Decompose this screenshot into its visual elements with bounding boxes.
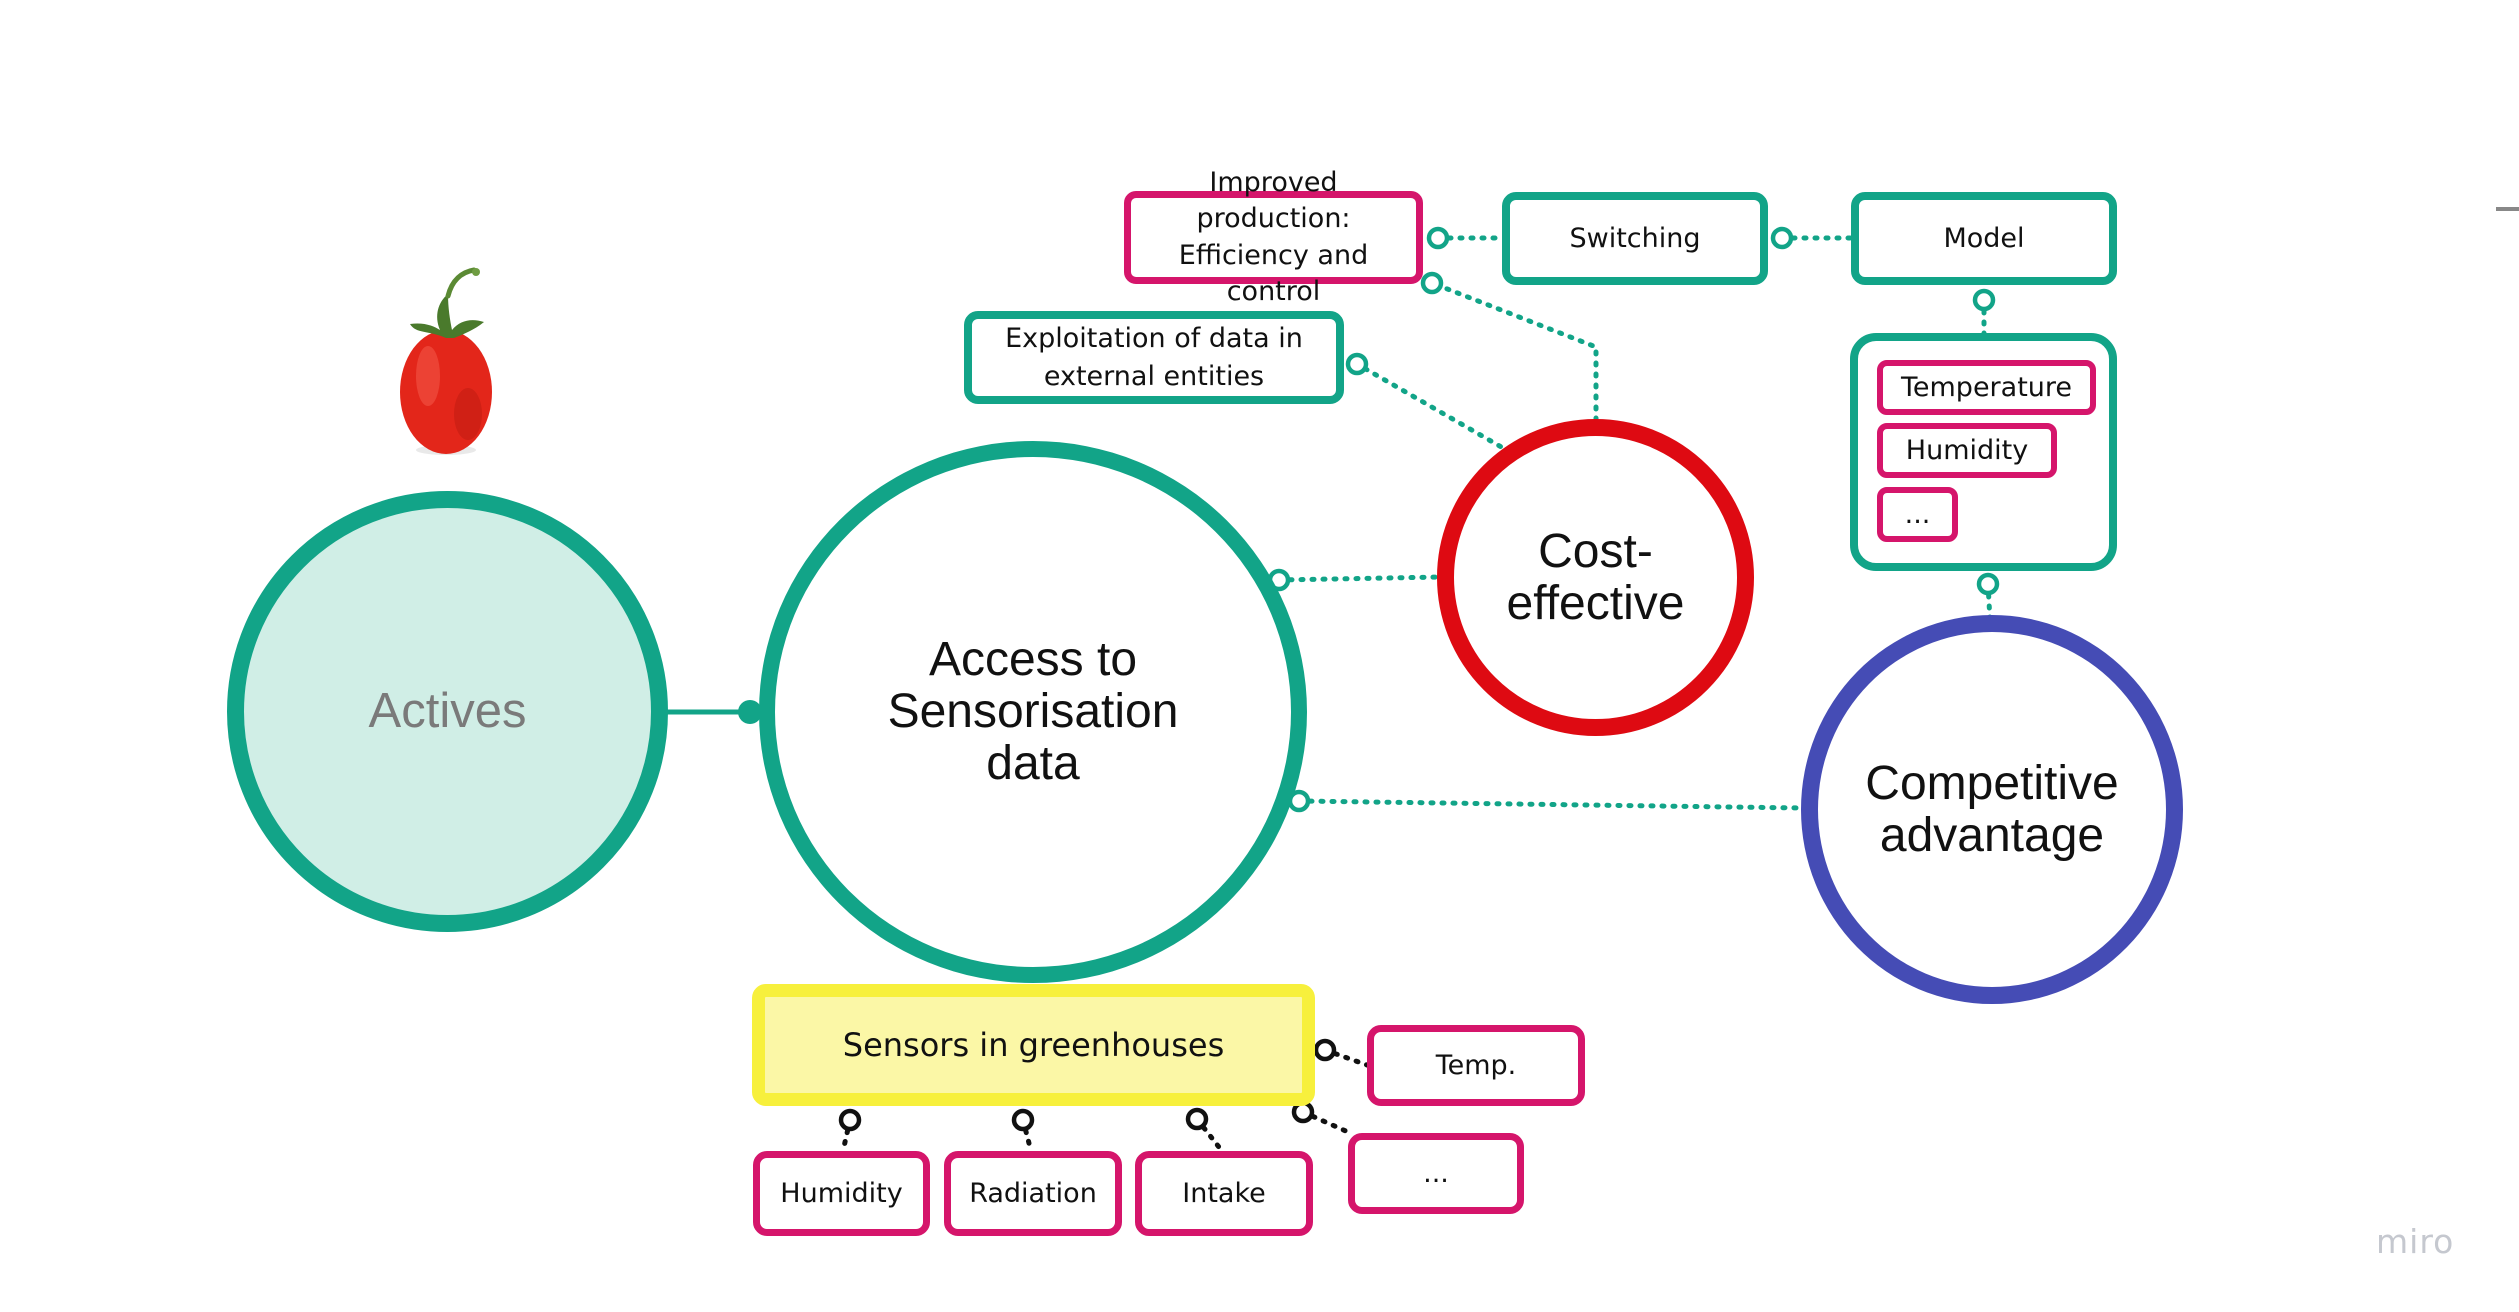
connector-endpoint — [1420, 271, 1444, 295]
temp-sensor-box[interactable]: Temp. — [1367, 1025, 1585, 1106]
competitive-advantage-label: Competitive advantage — [1865, 756, 2119, 862]
connector-access-competitive — [1296, 798, 1805, 811]
connector-endpoint — [1972, 288, 1996, 312]
exploitation-label: Exploitation of data in external entitie… — [1005, 323, 1303, 392]
actives-node[interactable]: Actives — [227, 491, 668, 932]
actives-label: Actives — [368, 684, 527, 739]
connector-endpoint — [738, 700, 762, 724]
improved-production-label: Improved production: Efficiency and cont… — [1178, 166, 1369, 307]
more-variables-label: ... — [1904, 498, 1931, 530]
model-box[interactable]: Model — [1851, 192, 2117, 285]
sensors-greenhouses-box[interactable]: Sensors in greenhouses — [752, 984, 1315, 1106]
temperature-variable-box[interactable]: Temperature — [1877, 360, 2096, 415]
more-variables-box[interactable]: ... — [1877, 487, 1958, 542]
connector-sensors-ellipsis — [1300, 1109, 1351, 1135]
humidity-variable-box[interactable]: Humidity — [1877, 423, 2057, 478]
connector-sensors-humidity — [840, 1117, 853, 1154]
intake-sensor-label: Intake — [1182, 1177, 1266, 1209]
radiation-sensor-label: Radiation — [969, 1177, 1097, 1209]
radiation-sensor-box[interactable]: Radiation — [944, 1151, 1122, 1236]
model-label: Model — [1943, 222, 2025, 254]
connector-endpoint — [1011, 1108, 1035, 1132]
connector-endpoint — [1345, 352, 1369, 376]
humidity-sensor-box[interactable]: Humidity — [753, 1151, 930, 1236]
access-sensorisation-node[interactable]: Access to Sensorisation data — [759, 441, 1307, 983]
connector-endpoint — [1185, 1107, 1209, 1131]
connector-endpoint — [1770, 226, 1794, 250]
temperature-variable-label: Temperature — [1900, 371, 2073, 403]
sensors-greenhouses-label: Sensors in greenhouses — [842, 1026, 1225, 1064]
tomato-image — [400, 267, 492, 455]
exploitation-box[interactable]: Exploitation of data in external entitie… — [964, 311, 1344, 404]
switching-box[interactable]: Switching — [1502, 192, 1768, 285]
connector-endpoint — [1313, 1038, 1337, 1062]
cost-effective-label: Cost- effective — [1506, 524, 1685, 630]
cost-effective-node[interactable]: Cost- effective — [1437, 419, 1754, 736]
improved-production-box[interactable]: Improved production: Efficiency and cont… — [1124, 167, 1423, 307]
connector-sensors-temp — [1322, 1047, 1370, 1068]
connector-endpoint — [838, 1108, 862, 1132]
connector-access-cost — [1276, 574, 1444, 583]
more-sensors-box[interactable]: ... — [1348, 1133, 1524, 1214]
switching-label: Switching — [1569, 222, 1701, 254]
temp-sensor-label: Temp. — [1435, 1049, 1517, 1081]
humidity-sensor-label: Humidity — [780, 1177, 903, 1209]
connector-cost-exploitation — [1354, 361, 1513, 455]
access-sensorisation-label: Access to Sensorisation data — [887, 633, 1179, 790]
more-sensors-label: ... — [1423, 1157, 1449, 1189]
humidity-variable-label: Humidity — [1905, 434, 2029, 466]
miro-watermark: miro — [2376, 1222, 2455, 1261]
connector-endpoint — [1976, 572, 2000, 596]
connector-sensors-intake — [1194, 1116, 1225, 1154]
competitive-advantage-node[interactable]: Competitive advantage — [1801, 615, 2183, 1004]
connector-cost-improved — [1429, 280, 1599, 423]
intake-sensor-box[interactable]: Intake — [1135, 1151, 1313, 1236]
connector-endpoint — [1426, 226, 1450, 250]
